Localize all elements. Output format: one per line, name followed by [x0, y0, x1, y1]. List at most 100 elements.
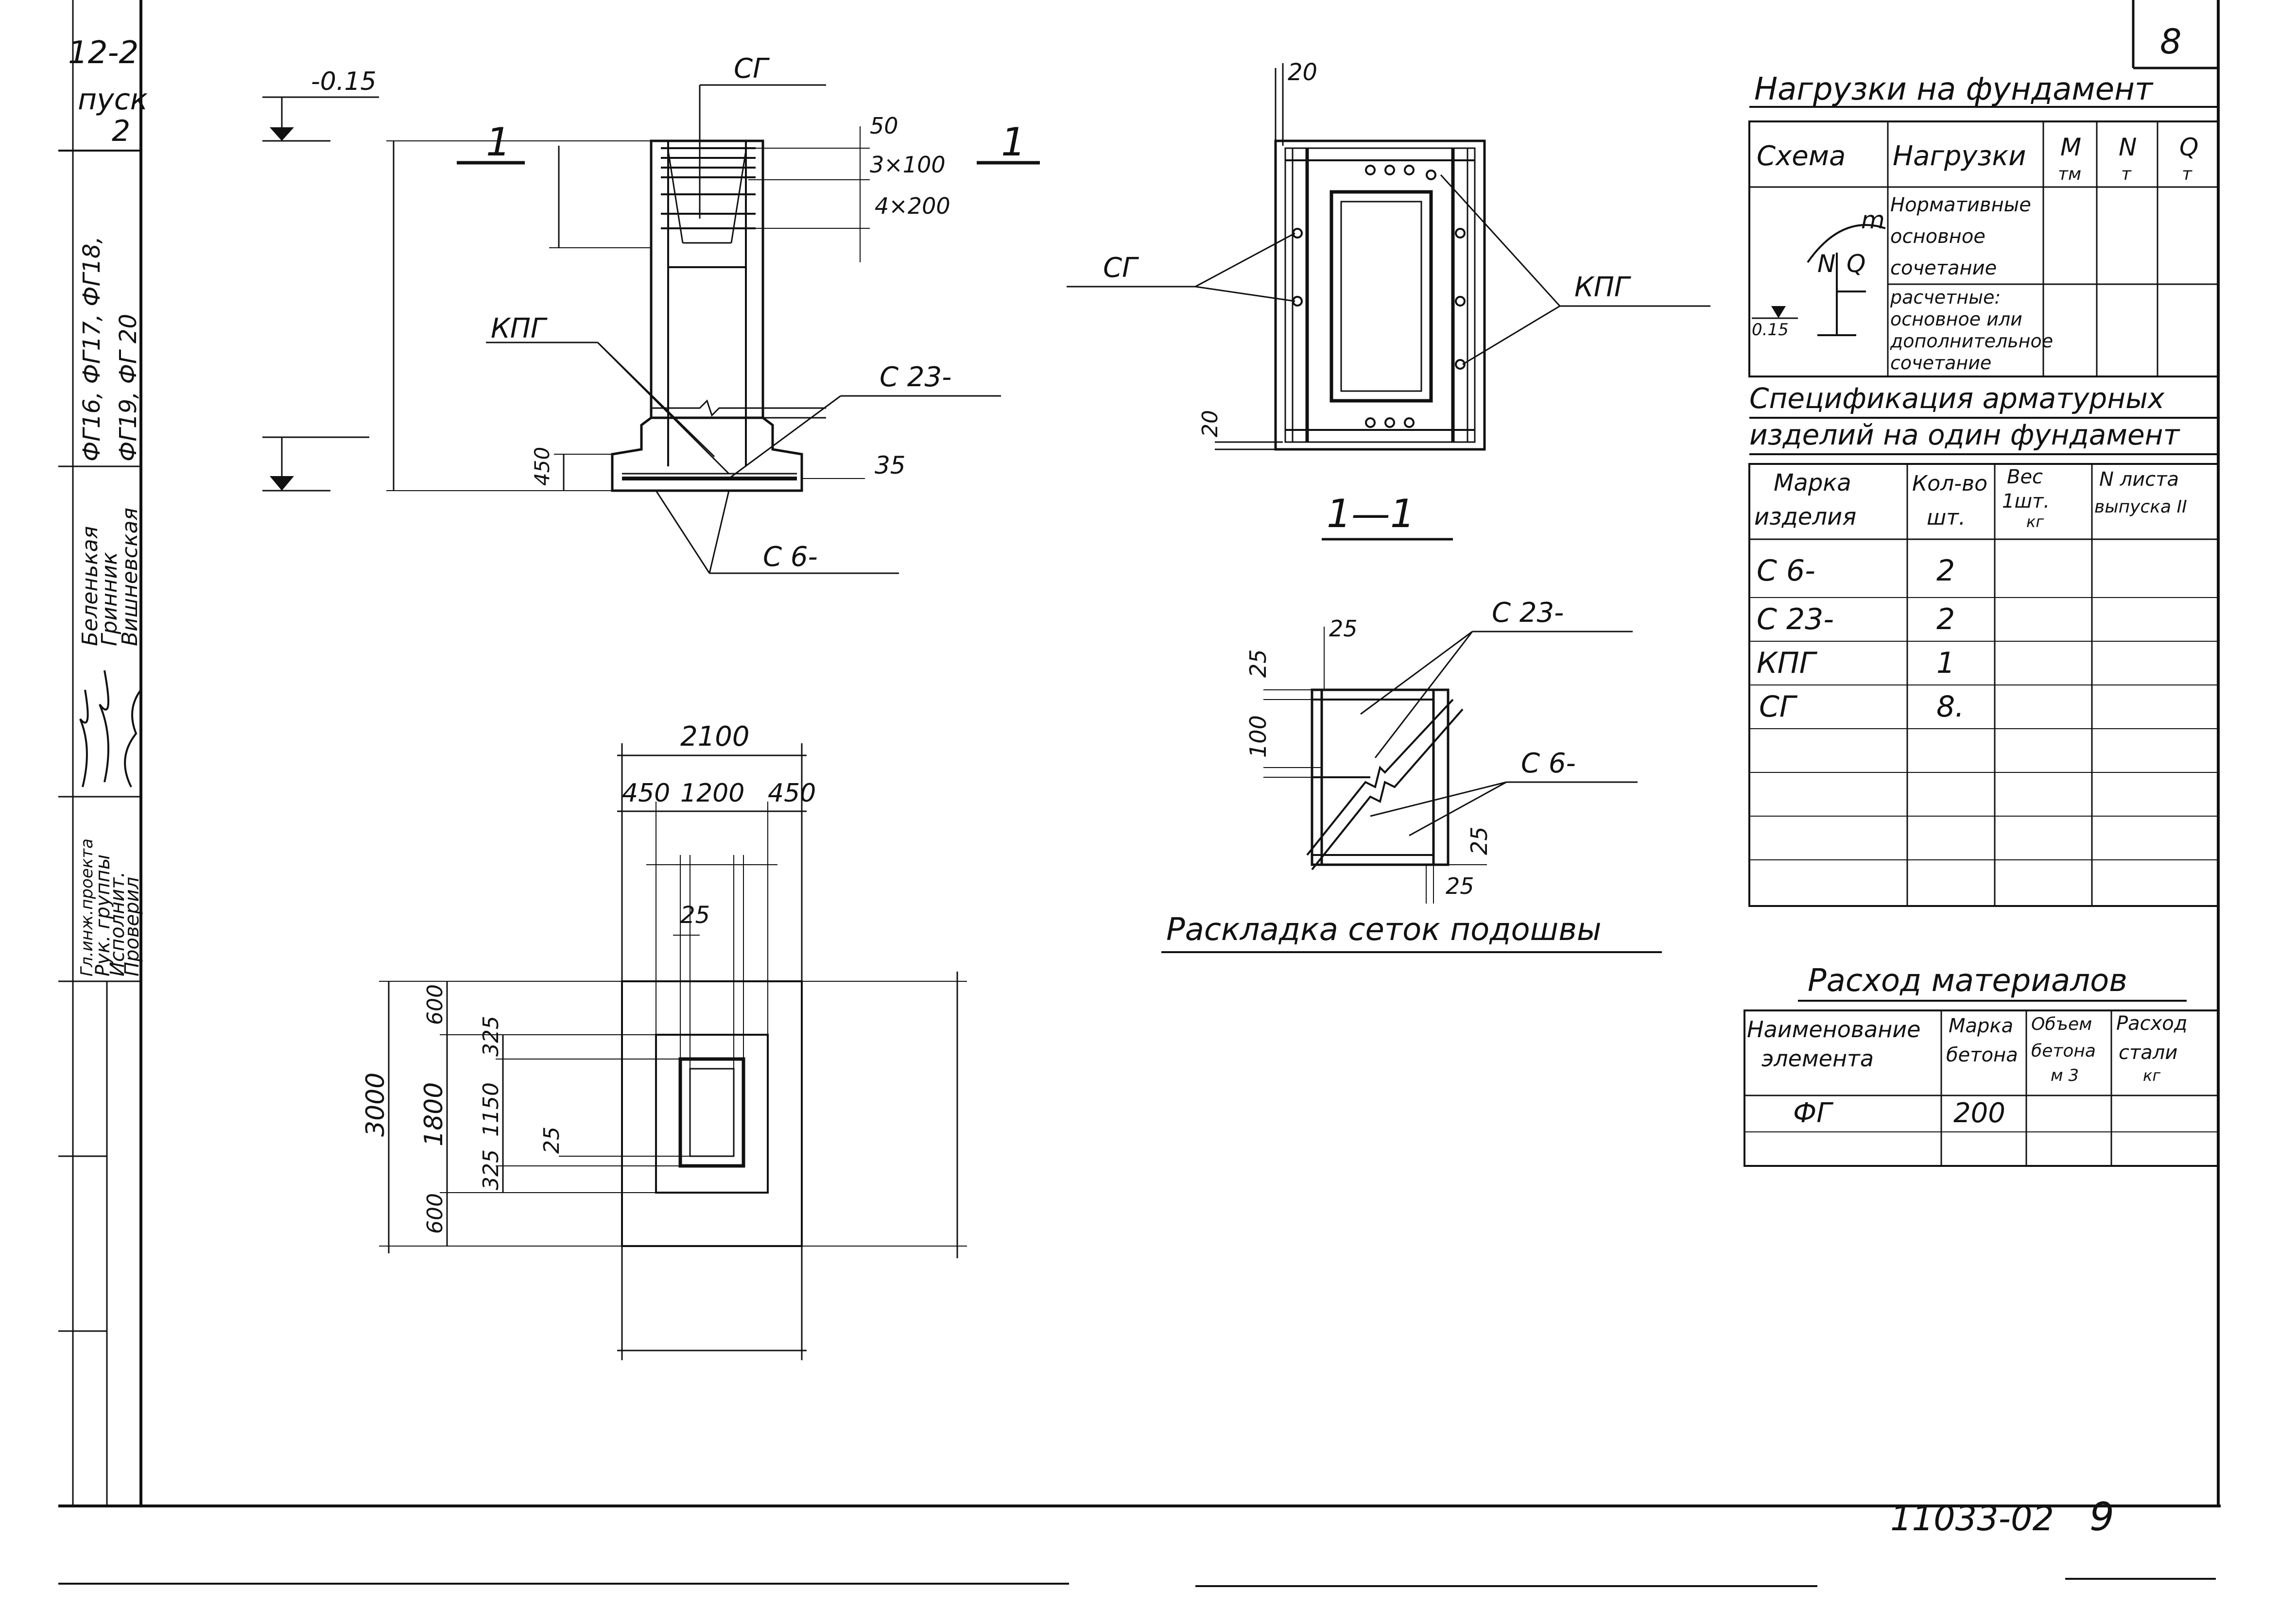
spec-row-3-qty: 1 [1936, 646, 1955, 680]
plan-dim-1150: 1150 [479, 1082, 503, 1137]
name-1: Беленькая [78, 526, 103, 646]
materials-header-grade-2: бетона [1946, 1044, 2018, 1066]
plan-dim-25-left: 25 [539, 1127, 564, 1154]
spec-header-weight-3: кг [2026, 513, 2044, 531]
level-mark-bottom [270, 476, 294, 491]
plan-dim-25-top: 25 [680, 902, 710, 929]
loads-row1-line3: сочетание [1890, 257, 1997, 279]
plan-base-outline [621, 980, 803, 1247]
signature-1 [79, 689, 89, 787]
schema-level: 0.15 [1752, 320, 1789, 340]
section-mark-right: 1 [1001, 120, 1026, 165]
loads-header-m: M [2060, 133, 2081, 161]
plan-dim-450-l: 450 [622, 779, 670, 808]
mesh-label-c6: С 6- [1521, 748, 1576, 779]
label-c6: С 6- [763, 541, 818, 573]
loads-header-schema: Схема [1757, 140, 1846, 172]
plan-dim-325-bot: 325 [479, 1149, 503, 1190]
mesh-dim-25-c: 25 [1466, 826, 1492, 855]
mesh-layout-title: Раскладка сеток подошвы [1166, 912, 1601, 948]
mesh-dim-25-b: 25 [1329, 615, 1358, 642]
spec-header-weight-1: Вес [2007, 466, 2043, 488]
spec-row-2-mark: С 23- [1757, 602, 1834, 636]
level-top-label: -0.15 [311, 67, 377, 96]
section-title: 1—1 [1327, 491, 1415, 536]
spec-header-sheet-1: N листа [2099, 468, 2179, 491]
spec-row-4-mark: СГ [1759, 690, 1798, 724]
base-outline [611, 417, 803, 492]
loads-unit-q: т [2182, 164, 2192, 184]
spec-header-weight-2: 1шт. [2002, 490, 2050, 513]
label-kpg: КПГ [491, 313, 548, 344]
elevation-view: -0.15 1 1 [262, 53, 1040, 574]
loads-header-loads: Нагрузки [1893, 140, 2026, 172]
spec-header-sheet-2: выпуска II [2094, 497, 2187, 517]
sheet-number: 8 [2160, 22, 2182, 62]
spec-row-3-mark: КПГ [1757, 646, 1818, 680]
section-label-cg: СГ [1103, 252, 1139, 284]
loads-unit-n: т [2121, 164, 2132, 184]
mesh-dim-100: 100 [1245, 715, 1271, 758]
dim-35: 35 [875, 451, 906, 479]
plan-dim-3000: 3000 [361, 1073, 390, 1137]
name-3: Вишневская [118, 508, 142, 646]
schema-m: m [1861, 206, 1885, 234]
spec-header-qty-1: Кол-во [1912, 471, 1987, 496]
spec-row-2-qty: 2 [1936, 602, 1955, 636]
section-mark-left: 1 [486, 120, 511, 165]
dim-4x200: 4×200 [875, 193, 950, 219]
materials-header-steel-2: стали [2119, 1042, 2177, 1064]
loads-header-q: Q [2179, 133, 2198, 161]
plan-column-outline [655, 1034, 769, 1194]
load-schema-sketch: m N Q 0.15 [1752, 206, 1886, 340]
dim-20-top: 20 [1288, 59, 1317, 86]
section-label-kpg: КПГ [1574, 272, 1631, 303]
loads-row2-line4: сочетание [1890, 352, 1991, 374]
role-executor: Исполнит. [106, 872, 129, 976]
label-c23: С 23- [880, 361, 951, 393]
schema-q: Q [1847, 250, 1865, 278]
name-2: Гринник [97, 552, 122, 646]
plan-view: 2100 450 1200 450 25 3000 600 1800 600 3… [361, 721, 967, 1360]
page-number: 9 [2089, 1494, 2114, 1539]
spec-title-line1: Спецификация арматурных [1749, 382, 2165, 415]
spec-header-qty-2: шт. [1927, 505, 1966, 530]
section-outer [1274, 139, 1486, 451]
level-mark-top [270, 127, 294, 141]
spec-header-mark-1: Марка [1774, 469, 1851, 496]
materials-header-steel-1: Расход [2116, 1012, 2187, 1035]
materials-table: Расход материалов Наименование элемента … [1744, 963, 2219, 1167]
loads-table: Нагрузки на фундамент Схема Нагрузки M N… [1748, 71, 2219, 377]
plan-dim-325-top: 325 [479, 1016, 503, 1057]
issue-label: пуск [78, 83, 148, 117]
signature-3 [124, 689, 142, 787]
materials-header-name-2: элемента [1761, 1045, 1874, 1072]
mesh-layout: 25 25 100 25 25 С 23- С 6- Раскладка сет… [1161, 597, 1662, 953]
title-strip: 12-2 пуск 2 ФГ16, ФГ17, ФГ18, ФГ19, ФГ 2… [68, 35, 148, 976]
sheet-code: 12-2 [68, 35, 138, 71]
signature-2 [99, 670, 109, 783]
label-cg: СГ [734, 53, 770, 85]
loads-row2-line1: расчетные: [1890, 287, 2001, 308]
loads-row1-line2: основное [1890, 225, 1985, 248]
materials-header-volume-3: м 3 [2051, 1066, 2079, 1085]
spec-table: Спецификация арматурных изделий на один … [1748, 382, 2219, 907]
dim-50: 50 [870, 113, 898, 139]
spec-header-mark-2: изделия [1754, 503, 1856, 530]
materials-header-volume-1: Объем [2031, 1014, 2092, 1034]
loads-unit-m: тм [2058, 164, 2081, 184]
materials-title: Расход материалов [1808, 963, 2127, 999]
break-line [651, 399, 826, 417]
foundation-marks-line1: ФГ16, ФГ17, ФГ18, [78, 236, 105, 462]
materials-header-grade-1: Марка [1949, 1015, 2013, 1037]
plan-dim-600-bot: 600 [423, 1193, 448, 1234]
spec-title-line2: изделий на один фундамент [1749, 418, 2181, 451]
materials-header-name-1: Наименование [1747, 1016, 1920, 1043]
materials-header-volume-2: бетона [2031, 1041, 2096, 1061]
drawing-number: 11033-02 [1890, 1499, 2054, 1539]
section-1-1: 20 20 СГ КПГ 1—1 [1067, 59, 1710, 541]
plan-dim-450-r: 450 [768, 779, 816, 808]
mesh-dim-25-d: 25 [1446, 873, 1474, 899]
section-inner-opening [1329, 190, 1433, 403]
